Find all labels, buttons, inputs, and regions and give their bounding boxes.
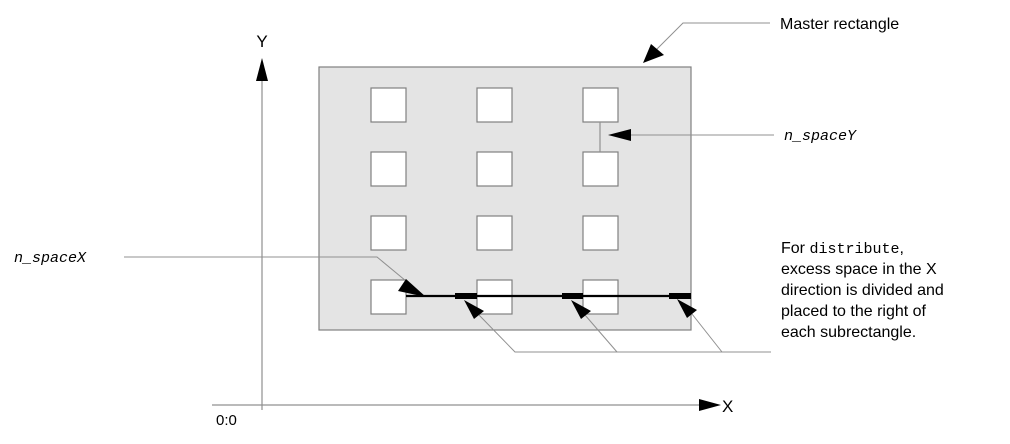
x-axis-arrow-icon: [699, 399, 721, 411]
master-rectangle-arrow-icon: [643, 44, 664, 63]
n-space-y-arrow-icon: [608, 129, 631, 141]
distribute-note: For distribute, excess space in the X di…: [781, 240, 944, 341]
n-space-x-leader: [124, 256, 407, 282]
excess-space-segment-1: [455, 293, 477, 299]
y-axis-label: Y: [256, 32, 267, 51]
note-line-3: direction is divided and: [781, 282, 944, 299]
subrectangle-r2-c2: [476, 151, 513, 187]
subrectangle-grid: [370, 87, 619, 315]
note-line-5: each subrectangle.: [781, 324, 916, 341]
distribute-arrow-icon-1: [464, 300, 484, 319]
subrectangle-r3-c1: [370, 215, 407, 251]
distribute-arrow-icon-3: [677, 299, 697, 318]
subrectangle-r3-c3: [582, 215, 619, 251]
note-line-4: placed to the right of: [781, 303, 927, 320]
subrectangle-r2-c1: [370, 151, 407, 187]
distribute-leader-3: [691, 313, 723, 353]
subrectangle-r2-c3: [582, 151, 619, 187]
master-rectangle-label: Master rectangle: [780, 16, 899, 33]
excess-space-segment-3: [669, 293, 691, 299]
subrectangle-r1-c1: [370, 87, 407, 123]
origin-label: 0:0: [216, 412, 237, 429]
master-rectangle-leader: [651, 22, 770, 55]
distribute-arrow-icon-2: [571, 300, 591, 319]
subrectangle-r1-c2: [476, 87, 513, 123]
n-space-x-label: n_spaceX: [14, 250, 87, 267]
subrectangle-r4-c1: [370, 279, 407, 315]
distribute-leader: [478, 314, 771, 353]
x-axis-label: X: [722, 397, 733, 416]
y-axis-arrow-icon: [256, 58, 268, 81]
subrectangle-r1-c3: [582, 87, 619, 123]
excess-space-segment-2: [562, 293, 583, 299]
note-line-2: excess space in the X: [781, 261, 937, 278]
distribute-leader-2: [584, 314, 618, 353]
note-line-1: For distribute,: [781, 240, 904, 258]
n-space-x-arrow-icon: [398, 279, 426, 297]
n-space-y-label: n_spaceY: [784, 128, 857, 145]
subrectangle-r3-c2: [476, 215, 513, 251]
